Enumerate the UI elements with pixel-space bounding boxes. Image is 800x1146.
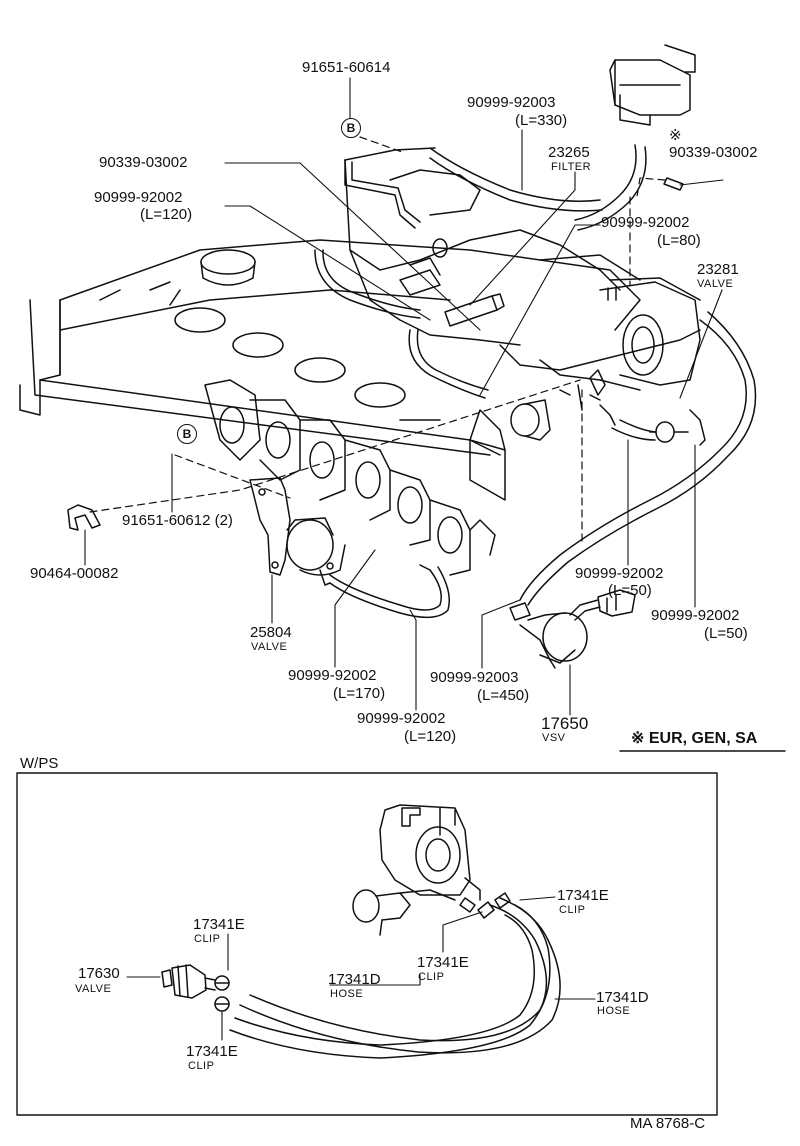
inset-label-clip-top-right: 17341E (557, 887, 609, 904)
label-90464-00082: 90464-00082 (30, 565, 119, 582)
label-90999-92002-l50-b-length: (L=50) (704, 625, 748, 642)
label-90999-92002-l120-top-length: (L=120) (140, 206, 193, 223)
label-90999-92002-l170-length: (L=170) (333, 685, 386, 702)
inset-label-valve-name: VALVE (75, 983, 112, 995)
clamp-90464-drawing (67, 504, 101, 531)
label-91651-60614: 91651-60614 (302, 59, 391, 76)
inset-label-clip-mid: 17341E (417, 954, 469, 971)
inset-label-valve: 17630 (78, 965, 120, 982)
label-90999-92003-top: 90999-92003 (467, 94, 556, 111)
canister-drawing (609, 44, 696, 191)
label-90999-92002-l120-bottom-length: (L=120) (404, 728, 457, 745)
engine-block-drawing (19, 159, 701, 576)
label-23281-name: VALVE (697, 278, 734, 290)
inset-label-hose-left-name: HOSE (330, 988, 364, 1000)
label-90339-03002-right: 90339-03002 (669, 144, 758, 161)
inset-label-clip-bottom: 17341E (186, 1043, 238, 1060)
label-90999-92003-top-length: (L=330) (515, 112, 568, 129)
star-mark: ※ (669, 127, 682, 144)
label-90999-92003-l450-length: (L=450) (477, 687, 530, 704)
inset-frame (16, 772, 718, 1116)
leader-lines (84, 77, 724, 716)
label-17650-name: VSV (542, 732, 566, 744)
label-90999-92002-l50-a: 90999-92002 (575, 565, 664, 582)
vacuum-hoses (314, 144, 757, 619)
inset-label-hose-left: 17341D (328, 971, 381, 988)
label-90999-92002-l120-top: 90999-92002 (94, 189, 183, 206)
reference-b-top-circle: B (341, 118, 361, 138)
dashed-alignment-lines (89, 136, 666, 546)
inset-label-clip-top-right-name: CLIP (559, 904, 586, 916)
inset-drawing (161, 804, 561, 1059)
inset-label-clip-bottom-name: CLIP (188, 1060, 215, 1072)
label-23281: 23281 (697, 261, 739, 278)
label-90999-92002-l120-bottom: 90999-92002 (357, 710, 446, 727)
label-25804-name: VALVE (251, 641, 288, 653)
label-90999-92002-l50-b: 90999-92002 (651, 607, 740, 624)
label-90999-92002-l80-length: (L=80) (657, 232, 701, 249)
label-25804: 25804 (250, 624, 292, 641)
inset-title: W/PS (20, 755, 59, 772)
label-90339-03002-left: 90339-03002 (99, 154, 188, 171)
label-90999-92002-l50-a-length: (L=50) (608, 582, 652, 599)
label-91651-60612: 91651-60612 (2) (122, 512, 233, 529)
inset-label-hose-right: 17341D (596, 989, 649, 1006)
region-applicability-note: ※ EUR, GEN, SA (631, 730, 758, 747)
inset-label-clip-mid-name: CLIP (418, 971, 445, 983)
valve-25804-drawing (249, 477, 346, 586)
label-23265-name: FILTER (551, 161, 592, 173)
inset-label-hose-right-name: HOSE (597, 1005, 631, 1017)
inset-leader-lines (126, 896, 596, 1041)
label-90999-92002-l80: 90999-92002 (601, 214, 690, 231)
label-17650: 17650 (541, 714, 589, 733)
inset-label-clip-top-left-name: CLIP (194, 933, 221, 945)
reference-b-left-circle: B (177, 424, 197, 444)
drawing-code: MA 8768-C (630, 1115, 706, 1132)
label-90999-92003-l450: 90999-92003 (430, 669, 519, 686)
vsv-drawing (509, 589, 636, 669)
inset-label-clip-top-left: 17341E (193, 916, 245, 933)
label-90999-92002-l170: 90999-92002 (288, 667, 377, 684)
label-23265: 23265 (548, 144, 590, 161)
